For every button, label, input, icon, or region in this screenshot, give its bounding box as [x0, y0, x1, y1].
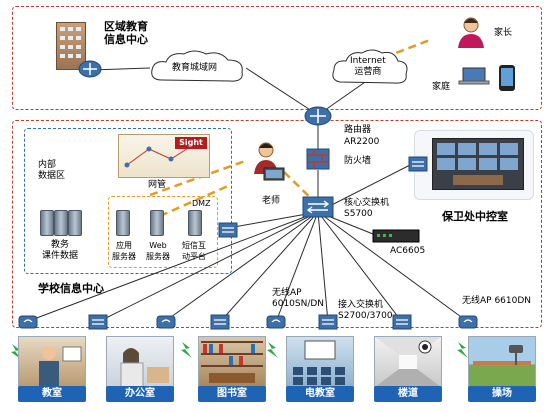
- link-core-sw1: [97, 211, 319, 323]
- link-core-ap3: [275, 211, 319, 323]
- ap-right-label: 无线AP 6610DN: [462, 296, 532, 306]
- sms-server-icon: [188, 210, 202, 236]
- network-mgmt-label: 网管: [148, 180, 167, 190]
- wireless-ap-icon-1: [18, 312, 38, 334]
- access-switch-icon-3: [318, 314, 338, 334]
- teaching-data-label: 教务 课件数据: [42, 240, 79, 261]
- web-server-icon: [150, 210, 164, 236]
- wireless-ap-icon-3: [266, 312, 286, 334]
- internal-data-label: 内部 数据区: [38, 160, 66, 181]
- playground-photo: [468, 336, 536, 388]
- wireless-ap-icon-2: [156, 312, 176, 334]
- firewall-label: 防火墙: [344, 156, 372, 166]
- web-server-label: Web 服务器: [146, 241, 170, 261]
- internet-label: Internet 运营商: [350, 56, 386, 77]
- mobile-phone-icon: [498, 64, 516, 96]
- wireless-ap-icon-4: [458, 312, 478, 334]
- ac-label: AC6605: [390, 246, 426, 256]
- av-room-photo: [286, 336, 354, 388]
- classroom-photo: [18, 336, 86, 388]
- ap-left-label: 无线AP 6010SN/DN: [272, 288, 325, 309]
- region-center-label: 区域教育 信息中心: [104, 20, 148, 46]
- link-core-sw4: [317, 211, 403, 323]
- link-core-ap1: [25, 211, 319, 323]
- app-server-label: 应用 服务器: [112, 241, 136, 261]
- link-core-ap4: [317, 211, 469, 323]
- security-room-label: 保卫处中控室: [442, 210, 508, 223]
- edu-net-label: 教育城域网: [172, 63, 218, 73]
- router-label: 路由器 AR2200: [344, 125, 380, 147]
- location-label-library: 图书室: [198, 386, 266, 402]
- dmz-box: [108, 196, 218, 268]
- link-region-eduNet: [91, 67, 151, 71]
- teacher-icon: [250, 140, 286, 186]
- security-switch-icon: [408, 156, 428, 176]
- link-core-ap2: [163, 211, 319, 323]
- laptop-icon: [458, 66, 490, 90]
- monitoring-wall-icon: [432, 138, 524, 190]
- location-label-av-room: 电教室: [286, 386, 354, 402]
- office-photo: [106, 336, 174, 388]
- internet-cloud: Internet 运营商: [330, 48, 410, 88]
- region-education-box: [12, 6, 542, 110]
- library-photo: [198, 336, 266, 388]
- building-icon: [56, 22, 86, 70]
- edu-net-cloud: 教育城域网: [148, 50, 248, 86]
- network-map-panel: Sight: [118, 134, 210, 178]
- access-switch-icon-2: [210, 314, 230, 334]
- access-switch-icon-1: [88, 314, 108, 334]
- parent-avatar-icon: [456, 16, 486, 52]
- access-switch-icon-4: [392, 314, 412, 334]
- link-core-sw2: [219, 211, 319, 323]
- core-switch-label: 核心交换机 S5700: [344, 198, 390, 219]
- datacenter-box: [24, 128, 232, 274]
- location-label-corridor: 楼道: [374, 386, 442, 402]
- esight-logo: Sight: [175, 137, 207, 149]
- dmz-label: DMZ: [192, 199, 211, 208]
- family-label: 家庭: [432, 82, 451, 92]
- link-core-security: [317, 163, 413, 213]
- link-internet-home: [371, 38, 431, 64]
- sms-platform-label: 短信互 动平台: [182, 241, 206, 261]
- link-eduNet-router: [245, 67, 319, 116]
- server-icon-c: [68, 210, 82, 236]
- ac-controller-icon: [372, 228, 420, 247]
- school-center-label: 学校信息中心: [38, 282, 104, 295]
- access-switch-label: 接入交换机 S2700/3700: [338, 300, 393, 321]
- firewall-icon: [306, 148, 330, 174]
- server-icon-b: [54, 210, 68, 236]
- link-core-sw3: [317, 211, 329, 323]
- corridor-photo: [374, 336, 442, 388]
- router-icon: [304, 106, 332, 130]
- app-server-icon: [116, 210, 130, 236]
- location-label-office: 办公室: [106, 386, 174, 402]
- server-icon-a: [40, 210, 54, 236]
- location-label-classroom: 教室: [18, 386, 86, 402]
- core-switch-icon: [302, 196, 334, 222]
- location-label-playground: 操场: [468, 386, 536, 402]
- parents-label: 家长: [494, 28, 513, 38]
- teacher-label: 老师: [262, 196, 281, 206]
- region-router-icon: [78, 60, 102, 82]
- dmz-switch-icon: [218, 222, 238, 242]
